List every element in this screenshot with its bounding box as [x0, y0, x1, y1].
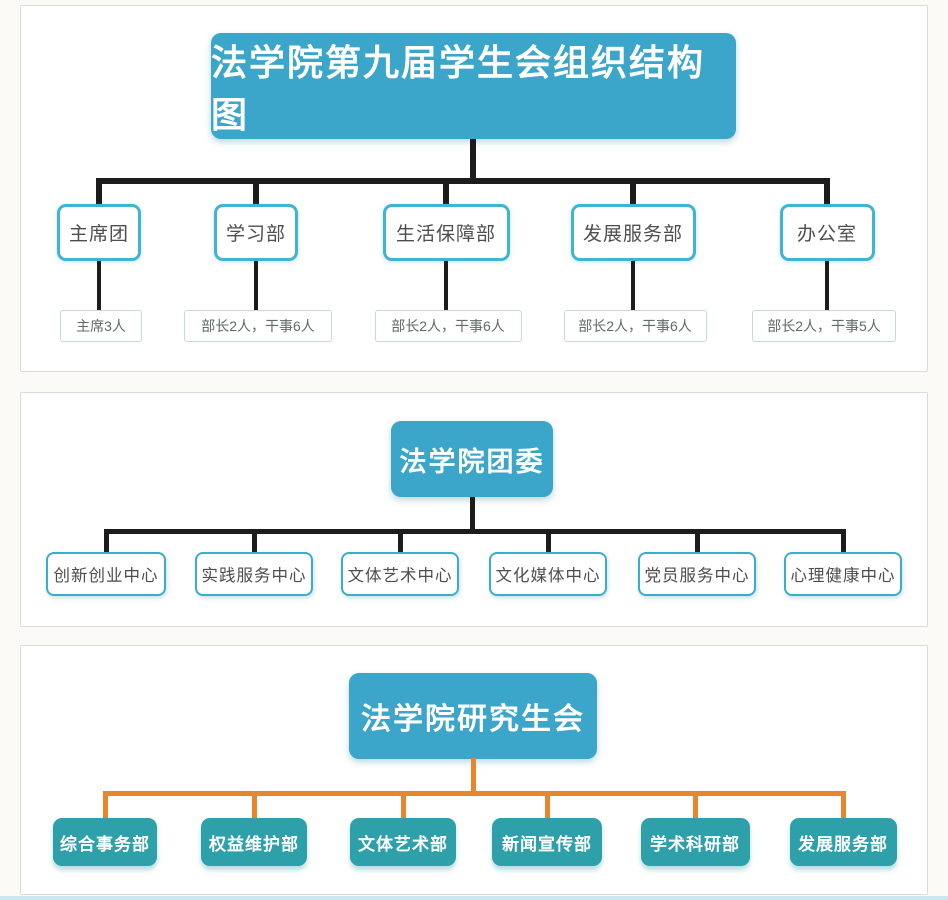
connector-child-stub	[251, 534, 257, 552]
connector-child-stub	[630, 184, 636, 204]
panel-youth-league: 法学院团委 创新创业中心实践服务中心文体艺术中心文化媒体中心党员服务中心心理健康…	[20, 392, 928, 627]
org-sub-box: 部长2人，干事6人	[374, 310, 522, 342]
connector-child-stub	[692, 796, 698, 818]
connector-horizontal-line	[103, 529, 846, 534]
connector-horizontal-line	[96, 178, 830, 184]
org-nodes-graduate-union: 综合事务部权益维护部文体艺术部新闻宣传部学术科研部发展服务部	[21, 646, 927, 894]
connector-child-stub	[103, 534, 109, 552]
connector-child-stub	[400, 796, 406, 818]
connector-sub-stub	[631, 261, 635, 310]
org-child-box: 党员服务中心	[638, 552, 756, 596]
bottom-edge-strip	[0, 896, 948, 900]
connector-root-stub	[470, 758, 476, 796]
org-child-box: 权益维护部	[201, 818, 307, 866]
org-sub-box: 部长2人，干事5人	[752, 310, 896, 342]
connector-child-stub	[840, 534, 846, 552]
org-root-graduate-union: 法学院研究生会	[349, 673, 597, 759]
org-child-box: 文化媒体中心	[489, 552, 607, 596]
connector-root-stub	[470, 139, 476, 184]
org-child-box: 学术科研部	[640, 818, 750, 866]
connector-root-stub	[469, 497, 475, 534]
org-child-box: 综合事务部	[53, 818, 157, 866]
org-child-box: 创新创业中心	[46, 552, 166, 596]
connector-child-stub	[840, 796, 846, 818]
org-root-youth-league: 法学院团委	[391, 421, 553, 497]
org-child-box: 心理健康中心	[784, 552, 902, 596]
org-child-box: 学习部	[214, 204, 298, 261]
org-sub-box: 主席3人	[60, 310, 142, 342]
org-child-box: 主席团	[57, 204, 141, 261]
org-child-box: 生活保障部	[382, 204, 510, 261]
connector-child-stub	[96, 184, 102, 204]
connector-sub-stub	[825, 261, 829, 310]
connector-child-stub	[253, 184, 259, 204]
org-nodes-student-union: 主席团主席3人 学习部部长2人，干事6人 生活保障部部长2人，干事6人 发展服务部部长…	[21, 6, 927, 371]
connector-child-stub	[443, 184, 449, 204]
org-nodes-youth-league: 创新创业中心实践服务中心文体艺术中心文化媒体中心党员服务中心心理健康中心	[21, 393, 927, 626]
connector-sub-stub	[444, 261, 448, 310]
org-root-student-union: 法学院第九届学生会组织结构图	[211, 33, 736, 139]
panel-graduate-union: 法学院研究生会 综合事务部权益维护部文体艺术部新闻宣传部学术科研部发展服务部	[20, 645, 928, 895]
connector-child-stub	[824, 184, 830, 204]
connector-horizontal-line	[102, 791, 846, 796]
connector-child-stub	[694, 534, 700, 552]
panel-student-union: 法学院第九届学生会组织结构图 主席团主席3人 学习部部长2人，干事6人 生活保障部部…	[20, 5, 928, 372]
org-child-box: 新闻宣传部	[492, 818, 602, 866]
org-child-box: 实践服务中心	[195, 552, 313, 596]
connector-child-stub	[544, 796, 550, 818]
org-sub-box: 部长2人，干事6人	[563, 310, 707, 342]
connector-child-stub	[397, 534, 403, 552]
connector-child-stub	[102, 796, 108, 818]
org-child-box: 发展服务部	[789, 818, 897, 866]
org-sub-box: 部长2人，干事6人	[184, 310, 332, 342]
connector-sub-stub	[254, 261, 258, 310]
connector-sub-stub	[97, 261, 101, 310]
connector-child-stub	[545, 534, 551, 552]
org-child-box: 发展服务部	[570, 204, 696, 261]
org-child-box: 办公室	[779, 204, 875, 261]
org-child-box: 文体艺术部	[350, 818, 456, 866]
org-child-box: 文体艺术中心	[341, 552, 459, 596]
connector-child-stub	[251, 796, 257, 818]
